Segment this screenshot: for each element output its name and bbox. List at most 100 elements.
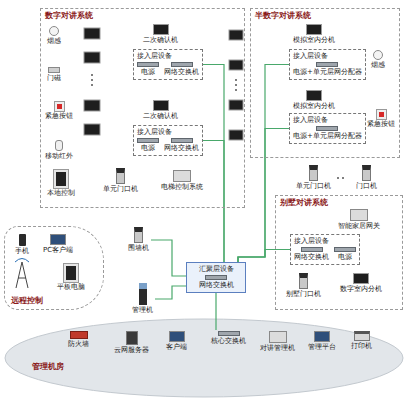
- server-device: 云网服务器: [112, 330, 151, 356]
- device-icon: [334, 247, 356, 252]
- device-label: 本地控制: [47, 189, 75, 198]
- device-label: 对讲管理机: [260, 344, 295, 353]
- door-station: 单元门口机: [294, 164, 333, 192]
- panel-title: 别墅对讲系统: [280, 198, 398, 208]
- aggregation-box: 汇聚层设备网络交换机: [186, 262, 246, 293]
- panel-title: 数字对讲系统: [45, 11, 240, 21]
- device-icon: [269, 331, 287, 343]
- platform-device: 管理平台: [306, 330, 338, 353]
- box-heading: 接入层设备: [137, 128, 172, 137]
- dot: [235, 89, 237, 91]
- device-label: PC客户端: [43, 246, 73, 255]
- device-label: 云网服务器: [114, 346, 149, 355]
- firewall-device: 防火墙: [66, 330, 91, 350]
- item-label: 电源: [141, 68, 155, 77]
- switch-item: 电源: [137, 62, 159, 77]
- indoor-monitors: [84, 28, 243, 140]
- system-panel: 别墅对讲系统智能家居网关接入层设备网络交换机电源别墅门口机数字室内分机: [275, 195, 403, 310]
- monitor-icon: [229, 60, 243, 70]
- core-switch: 核心交换机: [209, 330, 248, 347]
- panel-title: 远程控制: [11, 296, 103, 306]
- indoor-unit: 模拟室内分机: [291, 89, 337, 112]
- item-label: 网络交换机: [199, 281, 234, 290]
- device-label: 单元门口机: [103, 185, 138, 194]
- item-row: 网络交换机电源: [294, 247, 356, 262]
- device-icon: [153, 24, 169, 35]
- signal-wave: [15, 259, 29, 263]
- dot: [91, 79, 93, 81]
- device-icon: [373, 50, 383, 60]
- switch-item: 网络交换机: [164, 62, 199, 77]
- monitor-icon: [84, 100, 100, 111]
- tower-leg: [22, 262, 28, 288]
- device-label: 门口机: [356, 182, 377, 191]
- device-icon: [316, 62, 338, 67]
- device-icon: [377, 110, 386, 119]
- device-label: 防火墙: [68, 340, 89, 349]
- printer-device: 打印机: [349, 330, 374, 352]
- item-label: 电源: [338, 253, 352, 262]
- device-label: 围墙机: [128, 244, 149, 253]
- device-icon: [354, 331, 370, 341]
- box-heading: 接入层设备: [137, 52, 172, 61]
- indoor-unit: 模拟室内分机: [291, 23, 337, 46]
- device-label: 二次确认机: [143, 112, 178, 121]
- item-row: 电源网络交换机: [137, 138, 199, 153]
- sensor-device: 紧急按钮: [43, 101, 75, 122]
- confirm-unit: 二次确认机: [141, 23, 180, 46]
- sensor-device: 烟感: [369, 49, 387, 71]
- device-label: 管理平台: [308, 343, 336, 352]
- device-label: 别墅门口机: [286, 290, 321, 299]
- device-label: 管理机: [132, 306, 153, 315]
- device-icon: [139, 283, 147, 305]
- manager-station: 管理机: [130, 282, 155, 316]
- device-icon: [314, 331, 330, 342]
- switch-item: 电源: [137, 138, 159, 153]
- access-box: 接入层设备电源网络交换机: [133, 125, 203, 156]
- network-link: [238, 65, 289, 263]
- device-icon: [299, 273, 308, 289]
- device-icon: [171, 62, 193, 67]
- device-label: 二次确认机: [143, 36, 178, 45]
- access-box: 接入层设备电源+单元层网分配器: [289, 113, 366, 144]
- switch-item: 网络交换机: [199, 275, 234, 290]
- home-gateway: 智能家居网关: [336, 208, 382, 232]
- device-icon: [153, 100, 169, 111]
- pc-client: PC客户端: [41, 233, 75, 256]
- tower-bar: [18, 278, 26, 279]
- monitor-icon: [229, 100, 243, 110]
- item-label: 网络交换机: [164, 144, 199, 153]
- tablet-device: 平板电脑: [55, 263, 87, 293]
- switch-item: 电源: [334, 247, 356, 262]
- elevator-control: 电梯控制系统: [159, 169, 205, 193]
- device-icon: [126, 331, 138, 345]
- device-label: 电梯控制系统: [161, 183, 203, 192]
- device-icon: [116, 168, 125, 184]
- access-box: 接入层设备电源网络交换机: [133, 49, 203, 80]
- item-label: 电源+单元层网分配器: [293, 68, 362, 77]
- dot: [235, 79, 237, 81]
- device-label: 数字室内分机: [340, 285, 382, 294]
- sensor-device: 门磁: [45, 63, 63, 84]
- antenna-tower: [15, 259, 29, 289]
- device-label: 烟感: [371, 61, 385, 70]
- device-icon: [55, 102, 64, 111]
- device-label: 模拟室内分机: [293, 102, 335, 111]
- device-icon: [173, 170, 191, 182]
- monitor-icon: [84, 52, 100, 63]
- phone-device: 手机: [13, 233, 31, 257]
- device-icon: [205, 275, 227, 280]
- device-icon: [19, 234, 26, 246]
- system-panel: 半数字对讲系统模拟室内分机接入层设备电源+单元层网分配器烟感模拟室内分机接入层设…: [250, 8, 400, 158]
- item-row: 网络交换机: [199, 275, 234, 290]
- item-label: 电源: [141, 144, 155, 153]
- device-label: 紧急按钮: [45, 112, 73, 121]
- box-heading: 接入层设备: [293, 116, 328, 125]
- dot: [342, 177, 344, 179]
- sensor-device: 移动红外: [43, 139, 75, 162]
- device-label: 单元门口机: [296, 182, 331, 191]
- door-station: 单元门口机: [101, 167, 140, 195]
- monitor-icon: [84, 124, 100, 135]
- monitor-icon: [229, 130, 243, 140]
